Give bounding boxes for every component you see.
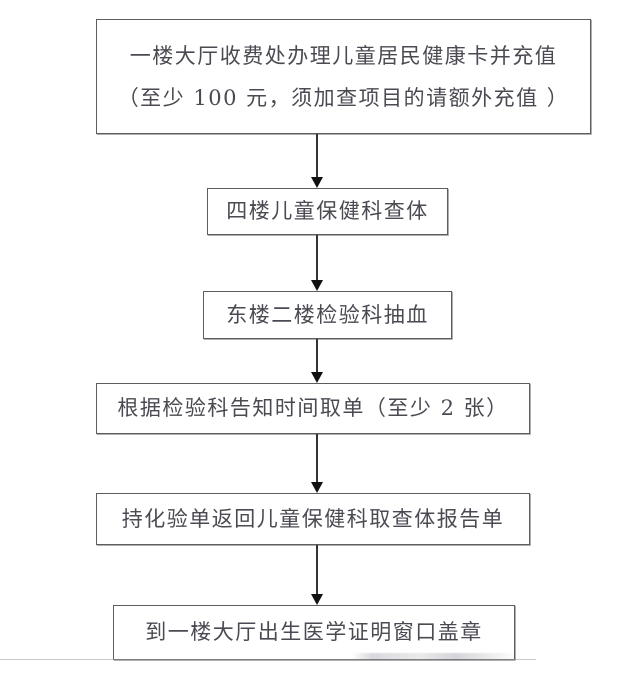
- arrow-down-icon-step-4-to-step-5: [310, 434, 324, 493]
- arrow-shaft: [316, 339, 318, 372]
- arrow-down-icon-step-5-to-step-6: [310, 545, 324, 605]
- arrow-head: [311, 482, 323, 493]
- arrow-shaft: [316, 545, 318, 594]
- flowchart-node-step-1: 一楼大厅收费处办理儿童居民健康卡并充值 （至少 100 元，须加查项目的请额外充…: [96, 19, 591, 134]
- arrow-down-icon-step-1-to-step-2: [310, 134, 324, 188]
- flowchart-node-step-6-line-1: 到一楼大厅出生医学证明窗口盖章: [145, 620, 483, 645]
- flowchart-node-step-1-line-1: 一楼大厅收费处办理儿童居民健康卡并充值: [129, 43, 558, 68]
- arrow-shaft: [316, 235, 318, 280]
- flowchart-node-step-5-line-1: 持化验单返回儿童保健科取查体报告单: [121, 506, 505, 531]
- watermark-rule: [0, 659, 536, 660]
- flowchart-node-step-3-line-1: 东楼二楼检验科抽血: [226, 302, 429, 327]
- arrow-head: [311, 372, 323, 383]
- flowchart-node-step-6: 到一楼大厅出生医学证明窗口盖章: [113, 605, 515, 660]
- arrow-down-icon-step-2-to-step-3: [310, 235, 324, 291]
- arrow-head: [311, 280, 323, 291]
- arrow-head: [311, 177, 323, 188]
- watermark: [352, 653, 517, 660]
- arrow-shaft: [316, 134, 318, 177]
- flowchart-node-step-1-line-2: （至少 100 元，须加查项目的请额外充值 ）: [117, 85, 570, 110]
- arrow-shaft: [316, 434, 318, 482]
- flowchart-node-step-5: 持化验单返回儿童保健科取查体报告单: [96, 493, 530, 545]
- arrow-head: [311, 594, 323, 605]
- flowchart-node-step-2-line-1: 四楼儿童保健科查体: [226, 199, 429, 224]
- flowchart-node-step-2: 四楼儿童保健科查体: [207, 188, 448, 235]
- flowchart-node-step-4-line-1: 根据检验科告知时间取单（至少 2 张）: [117, 396, 509, 421]
- flowchart-node-step-3: 东楼二楼检验科抽血: [203, 291, 452, 339]
- flowchart-node-step-4: 根据检验科告知时间取单（至少 2 张）: [96, 383, 530, 434]
- arrow-down-icon-step-3-to-step-4: [310, 339, 324, 383]
